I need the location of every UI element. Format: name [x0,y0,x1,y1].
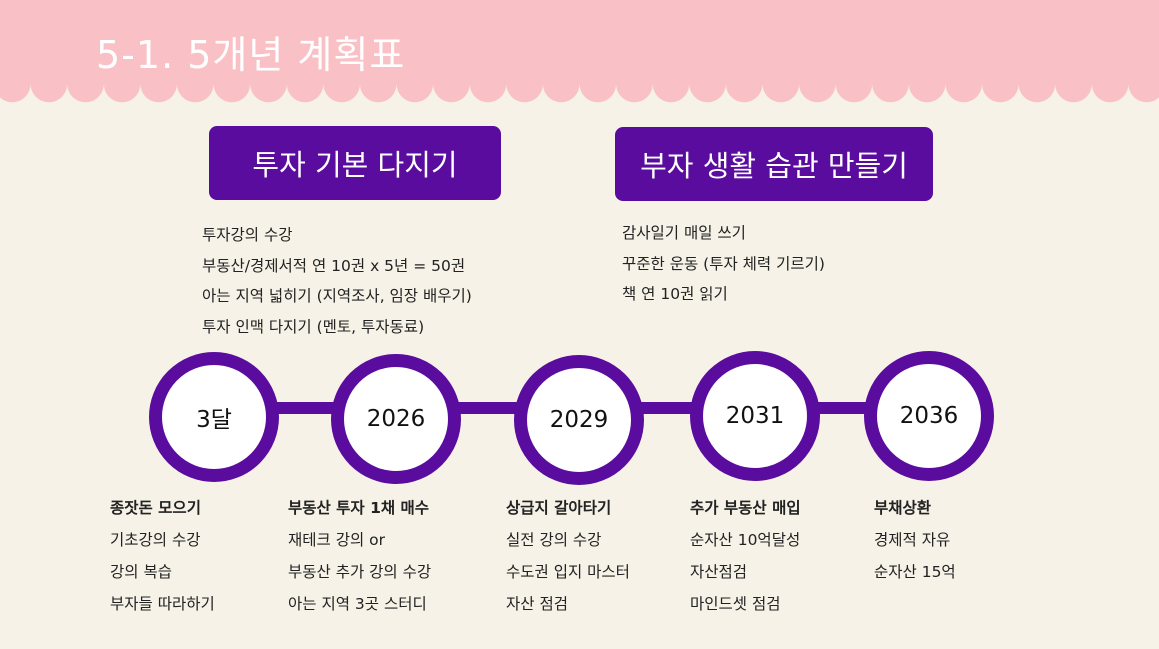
page-title: 5-1. 5개년 계획표 [96,33,406,77]
list-item: 실전 강의 수강 [506,531,602,549]
list-item: 아는 지역 3곳 스터디 [288,595,427,613]
list-item: 책 연 10권 읽기 [622,285,728,303]
list-item: 자산 점검 [506,595,568,613]
list-item: 기초강의 수강 [110,531,201,549]
list-item: 부동산/경제서적 연 10권 x 5년 = 50권 [202,256,466,275]
scallop-border [0,84,1159,104]
list-item: 순자산 10억달성 [690,531,801,549]
milestone-details: 부채상환 경제적 자유 순자산 15억 [874,492,956,588]
milestone-heading: 종잣돈 모으기 [110,499,201,517]
milestone-circle: 2031 [690,351,820,481]
list-item: 투자 인맥 다지기 (멘토, 투자동료) [202,317,425,336]
list-item: 자산점검 [690,563,748,581]
list-item: 부자들 따라하기 [110,595,215,613]
milestone-details: 종잣돈 모으기 기초강의 수강 강의 복습 부자들 따라하기 [110,492,215,620]
list-item: 재테크 강의 or [288,531,386,549]
list-item: 감사일기 매일 쓰기 [622,224,746,242]
goal-box-rich-habits: 부자 생활 습관 만들기 [615,127,933,201]
goal-list-rich-habits: 감사일기 매일 쓰기 꾸준한 운동 (투자 체력 기르기) 책 연 10권 읽기 [622,218,825,310]
list-item: 경제적 자유 [874,531,951,549]
milestone-heading: 부동산 투자 1채 매수 [288,499,430,517]
milestone-circle: 2036 [864,351,994,481]
milestone-circle: 2029 [514,355,644,485]
list-item: 강의 복습 [110,563,172,581]
milestone-heading: 상급지 갈아타기 [506,499,612,517]
list-item: 마인드셋 점검 [690,595,781,613]
list-item: 부동산 추가 강의 수강 [288,563,432,581]
milestone-circle: 2026 [331,354,461,484]
milestone-heading: 부채상환 [874,499,932,517]
goal-list-investment-basics: 투자강의 수강 부동산/경제서적 연 10권 x 5년 = 50권 아는 지역 … [202,220,472,342]
list-item: 아는 지역 넓히기 (지역조사, 임장 배우기) [202,287,472,305]
goal-box-investment-basics: 투자 기본 다지기 [209,126,501,200]
list-item: 꾸준한 운동 (투자 체력 기르기) [622,254,825,273]
list-item: 순자산 15억 [874,563,956,581]
milestone-details: 상급지 갈아타기 실전 강의 수강 수도권 입지 마스터 자산 점검 [506,492,630,620]
milestone-details: 추가 부동산 매입 순자산 10억달성 자산점검 마인드셋 점검 [690,492,801,620]
list-item: 투자강의 수강 [202,226,293,244]
list-item: 수도권 입지 마스터 [506,563,630,581]
header-band [0,0,1159,84]
milestone-circle: 3달 [149,352,279,482]
milestone-heading: 추가 부동산 매입 [690,499,801,517]
milestone-details: 부동산 투자 1채 매수 재테크 강의 or 부동산 추가 강의 수강 아는 지… [288,492,431,620]
